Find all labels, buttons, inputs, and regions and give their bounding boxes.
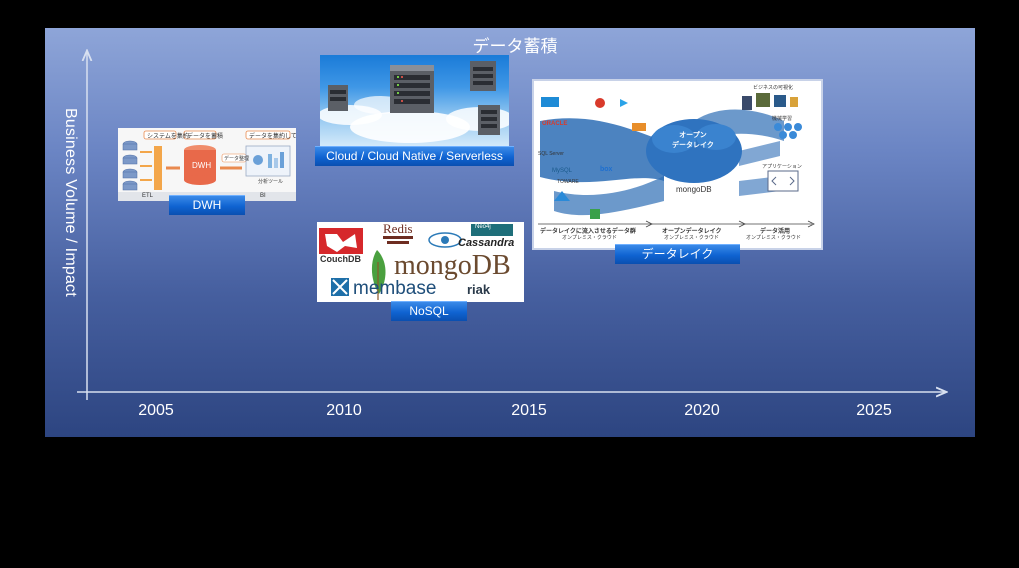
source-mysql: MySQL	[552, 168, 573, 174]
neo4j-logo: Neo4j	[475, 224, 491, 230]
membase-logo: membase	[353, 278, 437, 299]
bottom-label-lake: オープンデータレイク	[662, 229, 722, 235]
dwh-label-organize: データ整理	[224, 156, 250, 162]
dwh-label-analyze: データを集約して分析	[249, 134, 296, 140]
right-label-app: アプリケーション	[762, 164, 802, 170]
bottom-sub-use: オンプレミス・クラウド	[746, 235, 801, 241]
y-axis-label: Business Volume / Impact	[62, 108, 79, 297]
cassandra-logo: Cassandra	[458, 237, 515, 249]
redis-logo: Redis	[383, 222, 413, 236]
dwh-label-store: データを蓄積	[187, 134, 224, 140]
source-box: box	[600, 166, 613, 173]
slide-title: データ蓄積	[472, 37, 558, 56]
year-2020: 2020	[684, 402, 720, 419]
right-label-ml: 機械学習	[772, 116, 793, 122]
dwh-label-etl: ETL	[142, 193, 154, 199]
datalake-diagram	[538, 93, 815, 228]
source-sap: SAP	[561, 98, 576, 105]
dwh-tag: DWH	[169, 195, 245, 215]
cloud-tag: Cloud / Cloud Native / Serverless	[315, 146, 514, 166]
ml-network-icon	[774, 123, 802, 139]
cloud-servers-illustration	[320, 61, 509, 143]
slide: データ蓄積 Business Volume / Impact 2005 2010…	[45, 28, 975, 437]
year-2010: 2010	[326, 402, 362, 419]
axes	[77, 28, 975, 400]
nosql-card: CouchDB Redis Cassandra mongoDB membase …	[317, 222, 524, 302]
server-tower-left	[328, 85, 348, 111]
datalake-tag: データレイク	[615, 244, 740, 264]
dwh-label-tool: 分析ツール	[258, 179, 284, 185]
riak-logo: riak	[467, 282, 491, 297]
cloud-card	[320, 55, 509, 147]
nosql-logos-art	[319, 224, 513, 300]
source-sqlserver: SQL Server	[538, 151, 564, 157]
couchdb-logo: CouchDB	[320, 254, 361, 264]
datalake-card: SAP ORACLE SQL Server MySQL TOWARE box オ…	[532, 79, 823, 250]
right-label-visualize: ビジネスの可視化	[753, 85, 794, 91]
year-2015: 2015	[511, 402, 547, 419]
datalake-mongodb-label: mongoDB	[676, 185, 712, 194]
year-2025: 2025	[856, 402, 892, 419]
bottom-sub-sources: オンプレミス・クラウド	[562, 235, 617, 241]
server-tower-center	[390, 65, 434, 113]
dwh-label-bi: BI	[260, 193, 266, 199]
nosql-tag: NoSQL	[391, 301, 467, 321]
source-oracle: ORACLE	[542, 121, 568, 127]
dwh-card: システムを集約 データを蓄積 データを集約して分析 DWH データ整理 ETL …	[118, 128, 296, 201]
year-2005: 2005	[138, 402, 174, 419]
source-toware: TOWARE	[557, 179, 579, 185]
dwh-label-collect: システムを集約	[147, 134, 189, 140]
datalake-center-label: オープン データレイク	[672, 132, 714, 149]
bottom-label-use: データ活用	[760, 229, 791, 235]
bottom-label-sources: データレイクに流入させるデータ群	[540, 229, 636, 235]
server-tower-right	[470, 61, 500, 135]
bottom-sub-lake: オンプレミス・クラウド	[664, 235, 719, 241]
mongodb-logo: mongoDB	[394, 250, 511, 281]
dwh-label-dwh: DWH	[192, 161, 212, 170]
